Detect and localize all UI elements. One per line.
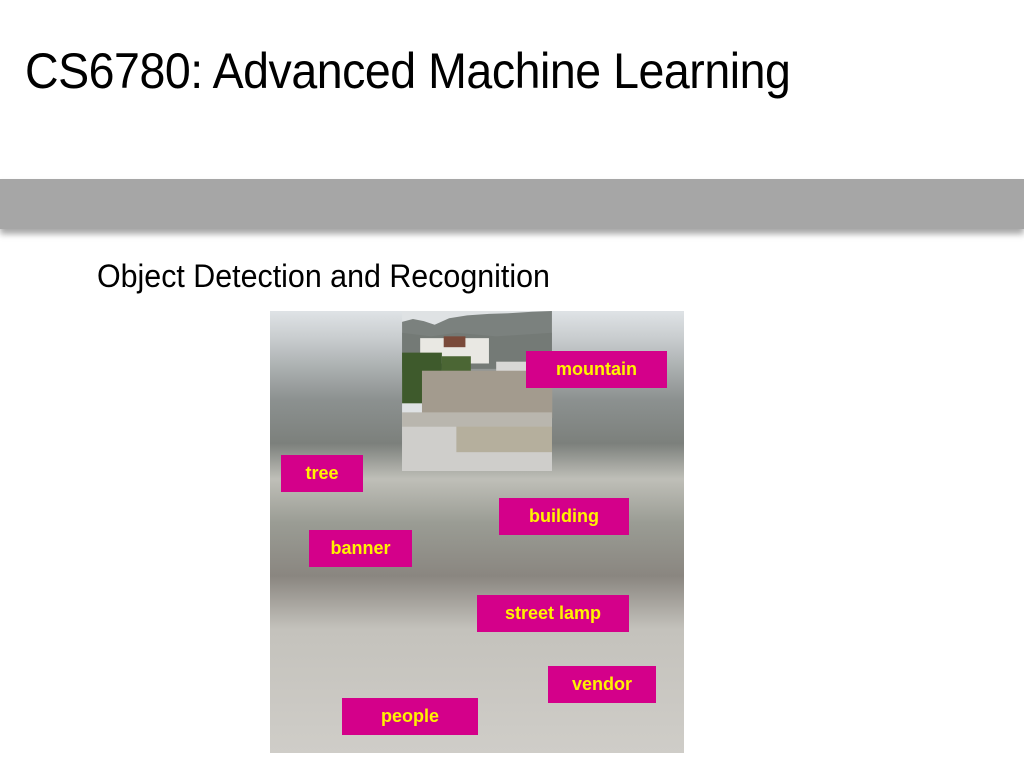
scene-illustration — [402, 311, 553, 471]
slide-title: CS6780: Advanced Machine Learning — [25, 43, 791, 99]
label-street-lamp: street lamp — [477, 595, 629, 632]
label-vendor: vendor — [548, 666, 656, 703]
label-building: building — [499, 498, 629, 535]
label-people: people — [342, 698, 478, 735]
label-banner: banner — [309, 530, 412, 567]
slide-subtitle: Object Detection and Recognition — [97, 258, 550, 294]
label-tree: tree — [281, 455, 363, 492]
annotated-photo: mountain tree building banner street lam… — [270, 311, 684, 753]
title-divider-bar — [0, 179, 1024, 229]
label-mountain: mountain — [526, 351, 667, 388]
